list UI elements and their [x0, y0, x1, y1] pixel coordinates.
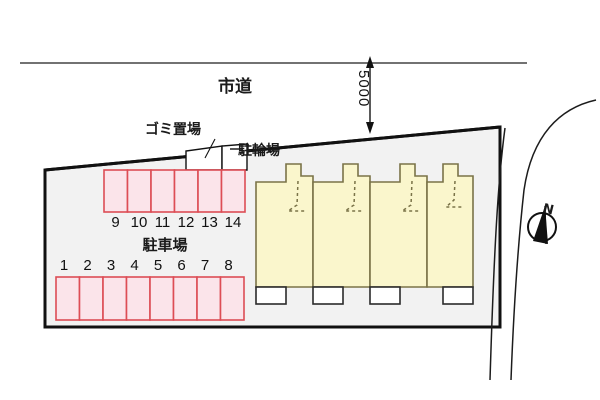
parking-stall-number: 8: [224, 257, 232, 274]
dimension-5000-value: 5000: [355, 70, 372, 107]
parking-row-upper: 9 10 11 12 13 14: [103, 169, 246, 231]
parking-stall[interactable]: [55, 276, 81, 321]
parking-stall[interactable]: [150, 169, 176, 213]
parking-stall[interactable]: [126, 169, 152, 213]
compass-needle-dark: [533, 206, 548, 244]
bicycle-parking-area: [221, 143, 248, 171]
compass-needle-axis: [544, 205, 547, 245]
parking-stall[interactable]: [220, 169, 246, 213]
parking-stall-number: 7: [201, 257, 209, 274]
trash-leader-line: [204, 138, 216, 159]
city-road-label: 市道: [218, 76, 252, 97]
building-entrance[interactable]: [442, 286, 474, 305]
parking-stall-number: 12: [178, 214, 195, 231]
parking-stall[interactable]: [173, 169, 199, 213]
parking-stall[interactable]: [197, 169, 223, 213]
parking-stall[interactable]: [125, 276, 151, 321]
parking-stall-number: 2: [83, 257, 91, 274]
parking-stall[interactable]: [78, 276, 104, 321]
dimension-5000: 5000: [355, 56, 374, 134]
parking-stall-number: 4: [130, 257, 138, 274]
parking-stall-number: 9: [111, 214, 119, 231]
property-edge-upper: [44, 125, 501, 172]
building-entrance[interactable]: [369, 286, 401, 305]
stair-dashed-line: [285, 180, 307, 212]
parking-stall[interactable]: [172, 276, 198, 321]
bicycle-parking-label: 駐輪場: [238, 142, 280, 159]
parking-stall[interactable]: [196, 276, 222, 321]
building-unit[interactable]: [312, 163, 371, 288]
parking-stall-number: 11: [155, 214, 171, 231]
apartment-building: [255, 163, 474, 305]
building-entrance[interactable]: [255, 286, 287, 305]
parking-stall-number: 3: [107, 257, 115, 274]
curved-road-inner-edge: [489, 127, 506, 381]
trash-area-label: ゴミ置場: [145, 121, 201, 138]
parking-stall-number: 13: [201, 214, 218, 231]
parking-row-lower: 1 2 3 4 5 6 7 8: [55, 257, 245, 321]
parking-stall[interactable]: [149, 276, 175, 321]
compass-north-arrow: N: [527, 201, 557, 245]
compass-north-label: N: [541, 201, 555, 218]
parking-stall[interactable]: [103, 169, 129, 213]
parking-stall-number: 14: [225, 214, 242, 231]
stair-dashed-line: [342, 180, 364, 212]
stair-dashed-line: [444, 180, 462, 208]
building-unit[interactable]: [255, 163, 314, 288]
curved-road-outer-edge: [510, 99, 597, 381]
parking-lot-label: 駐車場: [142, 236, 187, 254]
parking-stall-number: 5: [154, 257, 162, 274]
building-entrance[interactable]: [312, 286, 344, 305]
stair-dashed-line: [399, 180, 421, 212]
building-unit[interactable]: [426, 163, 474, 288]
parking-stall[interactable]: [219, 276, 245, 321]
parking-stall-number: 1: [60, 257, 68, 274]
parking-stall-number: 6: [177, 257, 185, 274]
building-unit[interactable]: [369, 163, 428, 288]
parking-stall[interactable]: [102, 276, 128, 321]
parking-stall-number: 10: [131, 214, 148, 231]
trash-enclosure: [185, 145, 223, 171]
